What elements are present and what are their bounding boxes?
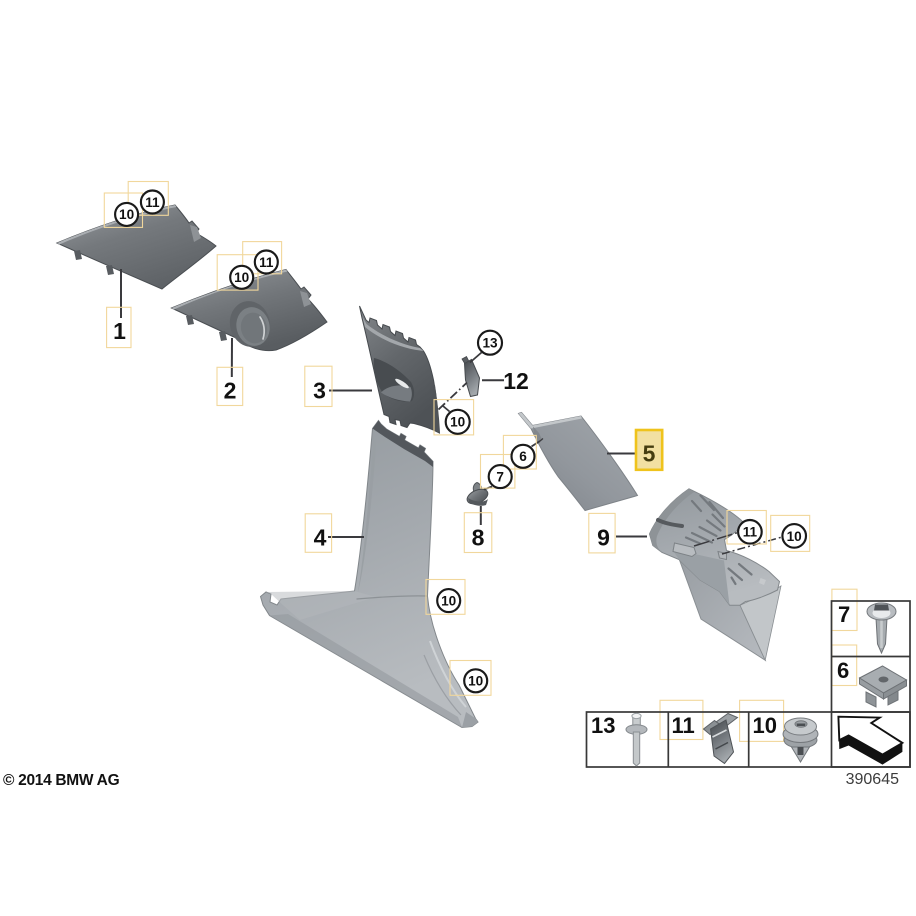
svg-text:4: 4 [314, 525, 327, 551]
svg-text:10: 10 [753, 713, 777, 738]
svg-text:11: 11 [672, 713, 695, 738]
svg-text:© 2014 BMW AG: © 2014 BMW AG [3, 772, 120, 789]
svg-text:10: 10 [787, 529, 802, 544]
svg-text:10: 10 [119, 207, 134, 222]
svg-text:8: 8 [472, 525, 485, 551]
svg-text:10: 10 [468, 674, 483, 689]
svg-text:12: 12 [503, 368, 529, 394]
svg-text:11: 11 [743, 525, 758, 540]
svg-text:10: 10 [234, 270, 249, 285]
svg-text:1: 1 [113, 318, 126, 344]
svg-text:2: 2 [224, 378, 237, 404]
svg-text:5: 5 [643, 441, 656, 467]
svg-text:10: 10 [441, 593, 456, 608]
svg-text:6: 6 [519, 449, 527, 464]
svg-text:390645: 390645 [846, 771, 899, 788]
svg-text:11: 11 [145, 195, 160, 210]
svg-text:11: 11 [259, 255, 274, 270]
svg-text:10: 10 [450, 415, 465, 430]
svg-text:7: 7 [496, 470, 504, 485]
svg-text:13: 13 [591, 713, 615, 738]
svg-text:3: 3 [313, 378, 326, 404]
svg-text:13: 13 [482, 336, 498, 351]
svg-text:9: 9 [597, 525, 610, 551]
svg-text:7: 7 [838, 602, 850, 627]
svg-text:6: 6 [837, 658, 849, 683]
